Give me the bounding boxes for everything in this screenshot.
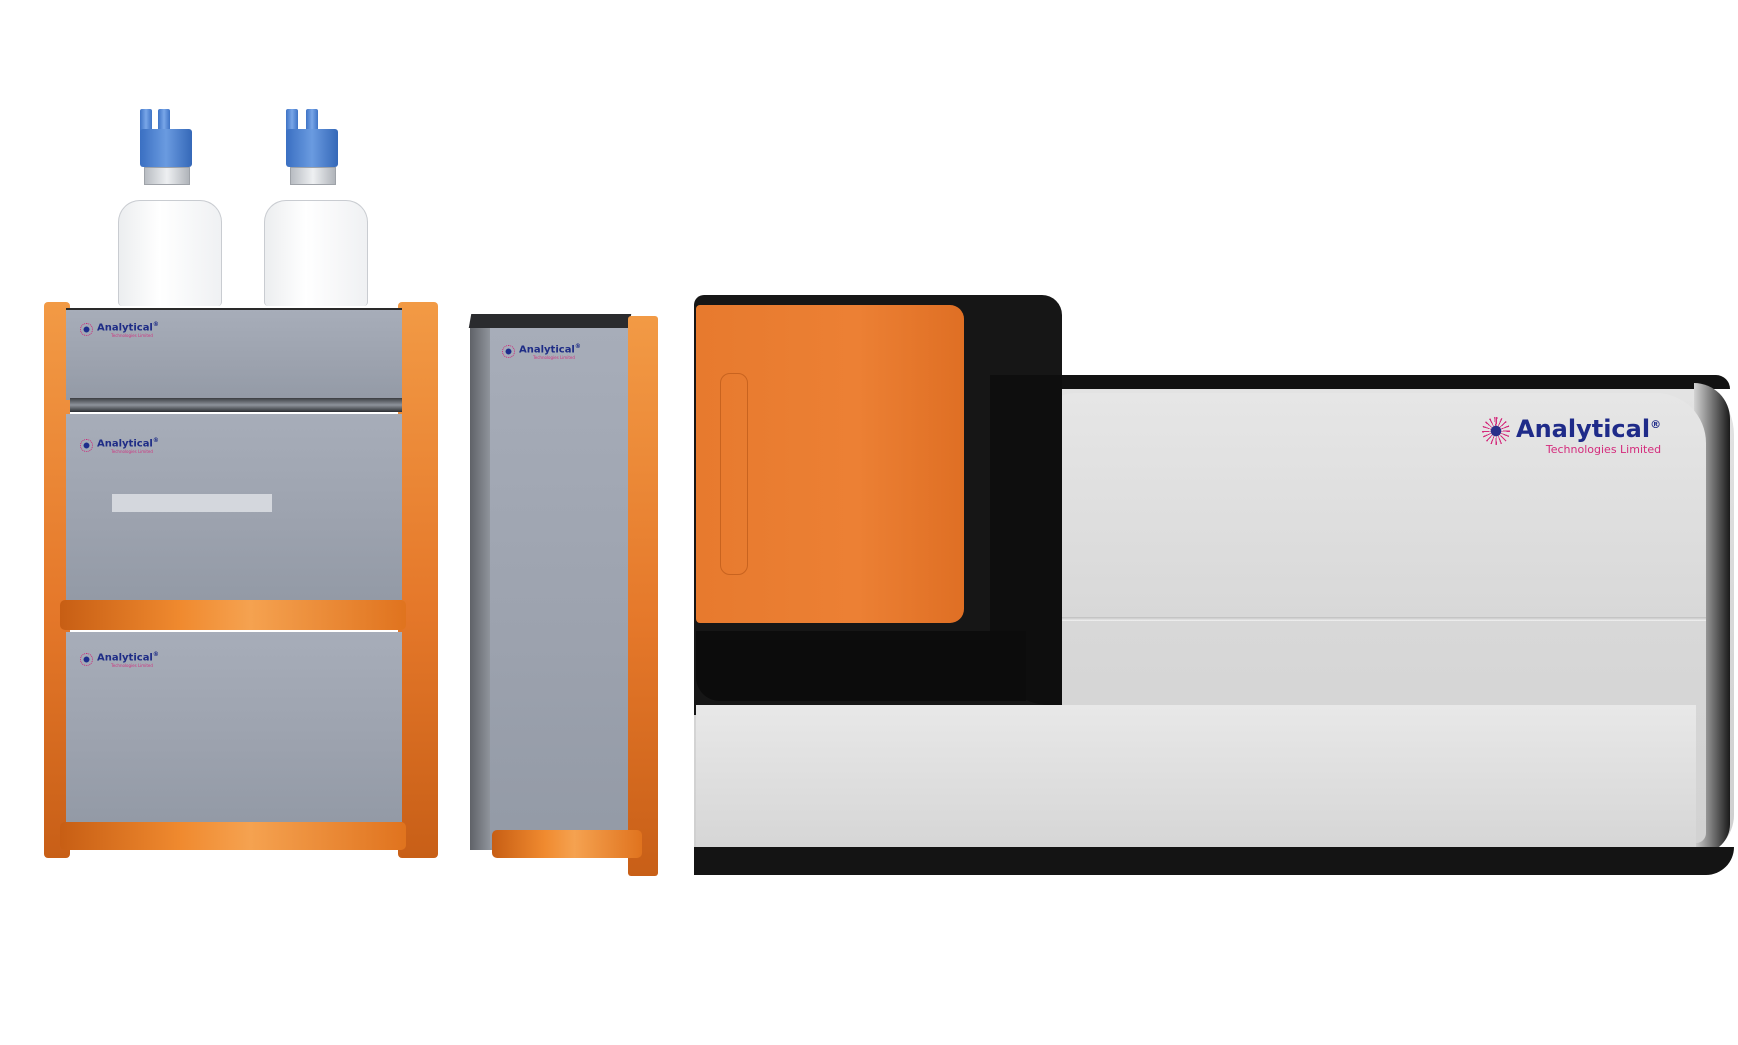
brand-name: Analytical® [97,437,159,450]
brand-name: Analytical® [97,321,159,334]
brand-tagline: Technologies Limited [533,355,575,361]
solvent-bottle-1 [116,105,226,310]
bottle-cap-tube-icon [286,109,298,133]
oven-front [490,328,632,848]
brand-logo-sun-icon [502,345,515,358]
brand-logo-sun-icon [80,653,93,666]
right-rail [398,302,438,858]
brand-tagline: Technologies Limited [111,449,153,455]
brand-logo-sun-icon [1482,417,1510,445]
module-1-logo: Analytical® Technologies Limited [80,322,159,338]
brand-name: Analytical® [1516,415,1662,443]
module-2-base [60,600,406,630]
bottle-cap-tube-icon [306,109,318,133]
module-3-base [60,822,406,850]
hplc-stack: Analytical® Technologies Limited Analyti… [0,0,460,900]
bottle-cap-icon [286,129,338,167]
mass-spectrometer: Analytical® Technologies Limited [690,295,1738,880]
module-3-front [66,632,402,822]
brand-logo-sun-icon [80,323,93,336]
ms-seam [1036,617,1706,621]
module-2-window [112,494,272,512]
oven-base [492,830,642,858]
oven-logo: Analytical® Technologies Limited [502,344,581,360]
brand-name: Analytical® [97,651,159,664]
brand-tagline: Technologies Limited [111,663,153,669]
module-divider-1 [70,398,402,412]
module-2-logo: Analytical® Technologies Limited [80,438,159,454]
column-oven: Analytical® Technologies Limited [468,310,668,880]
ms-alcove-lip [696,631,1026,701]
ms-lower-face [696,705,1696,847]
bottle-neck [290,167,336,185]
ms-logo: Analytical® Technologies Limited [1482,417,1661,456]
brand-logo-sun-icon [80,439,93,452]
ms-top-frame [1020,375,1730,389]
oven-right-rail [628,316,658,876]
solvent-bottle-2 [262,105,372,310]
bottle-neck [144,167,190,185]
bottle-cap-tube-icon [158,109,170,133]
ms-base [694,847,1734,875]
module-1-front [66,308,402,400]
brand-tagline: Technologies Limited [111,333,153,339]
brand-name: Analytical® [519,343,581,356]
bottle-body [264,200,368,306]
left-rail [44,302,70,858]
oven-top [468,314,632,328]
module-3-logo: Analytical® Technologies Limited [80,652,159,668]
bottle-cap-icon [140,129,192,167]
bottle-cap-tube-icon [140,109,152,133]
brand-tagline: Technologies Limited [1545,443,1662,456]
ms-door-handle-recess [720,373,748,575]
bottle-body [118,200,222,306]
